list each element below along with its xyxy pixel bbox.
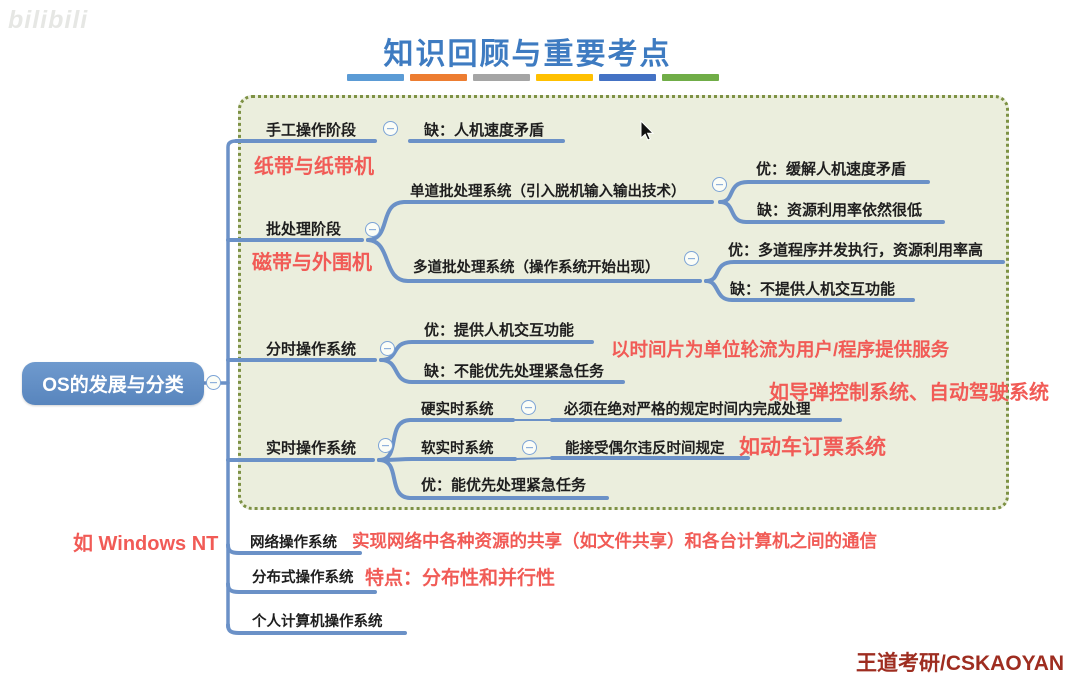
topic-multi-batch-pro[interactable]: 优：多道程序并发执行，资源利用率高 [728, 242, 984, 259]
collapse-icon-soft-realtime[interactable] [522, 440, 537, 455]
wangdao-watermark: 王道考研/CSKAOYAN [856, 652, 1065, 675]
note-paper-tape: 纸带与纸带机 [254, 156, 374, 178]
note-network-sharing: 实现网络中各种资源的共享（如文件共享）和各台计算机之间的通信 [352, 531, 877, 551]
topic-single-batch-pro[interactable]: 优：缓解人机速度矛盾 [756, 161, 907, 178]
topic-single-batch-con[interactable]: 缺：资源利用率依然很低 [757, 202, 923, 219]
collapse-icon-manual[interactable] [383, 121, 398, 136]
topic-distributed-os[interactable]: 分布式操作系统 [252, 570, 354, 586]
mindmap-overview-box [238, 95, 1009, 510]
topic-manual-stage[interactable]: 手工操作阶段 [266, 122, 357, 139]
note-missile-autopilot: 如导弹控制系统、自动驾驶系统 [769, 382, 1049, 404]
topic-manual-con[interactable]: 缺：人机速度矛盾 [424, 122, 545, 139]
accent-bars [347, 74, 719, 81]
topic-timeshare-pro[interactable]: 优：提供人机交互功能 [424, 322, 575, 339]
topic-realtime[interactable]: 实时操作系统 [266, 440, 357, 457]
topic-realtime-pro[interactable]: 优：能优先处理紧急任务 [421, 477, 587, 494]
note-windows-nt: 如 Windows NT [73, 533, 219, 555]
note-train-ticket: 如动车订票系统 [739, 436, 886, 459]
accent-bar [536, 74, 593, 81]
accent-bar [599, 74, 656, 81]
topic-multi-batch-con[interactable]: 缺：不提供人机交互功能 [730, 281, 896, 298]
accent-bar [662, 74, 719, 81]
topic-network-os[interactable]: 网络操作系统 [250, 535, 337, 551]
collapse-icon-batch[interactable] [365, 222, 380, 237]
note-magnetic-tape: 磁带与外围机 [252, 252, 372, 274]
collapse-icon-realtime[interactable] [378, 438, 393, 453]
topic-batch-stage[interactable]: 批处理阶段 [266, 221, 342, 238]
root-topic[interactable]: OS的发展与分类 [22, 362, 204, 405]
topic-personal-os[interactable]: 个人计算机操作系统 [252, 614, 383, 630]
topic-timeshare[interactable]: 分时操作系统 [266, 341, 357, 358]
note-distributed-features: 特点：分布性和并行性 [365, 568, 556, 589]
collapse-icon-hard-realtime[interactable] [521, 400, 536, 415]
bilibili-watermark: bilibili [8, 6, 89, 34]
topic-timeshare-con[interactable]: 缺：不能优先处理紧急任务 [424, 363, 605, 380]
topic-hard-realtime[interactable]: 硬实时系统 [421, 402, 494, 418]
accent-bar [347, 74, 404, 81]
collapse-icon-single-batch[interactable] [712, 177, 727, 192]
accent-bar [410, 74, 467, 81]
topic-hard-realtime-desc[interactable]: 必须在绝对严格的规定时间内完成处理 [564, 402, 811, 418]
collapse-icon-root[interactable] [206, 375, 221, 390]
topic-soft-realtime-desc[interactable]: 能接受偶尔违反时间规定 [565, 441, 725, 457]
collapse-icon-timeshare[interactable] [380, 341, 395, 356]
topic-multi-batch[interactable]: 多道批处理系统（操作系统开始出现） [413, 260, 660, 276]
accent-bar [473, 74, 530, 81]
collapse-icon-multi-batch[interactable] [684, 251, 699, 266]
note-timeslice: 以时间片为单位轮流为用户/程序提供服务 [611, 339, 950, 360]
topic-single-batch[interactable]: 单道批处理系统（引入脱机输入输出技术） [410, 184, 686, 200]
page-title: 知识回顾与重要考点 [383, 38, 672, 71]
topic-soft-realtime[interactable]: 软实时系统 [421, 441, 494, 457]
slide: { "watermarks": { "top_left": "bilibili"… [0, 0, 1069, 661]
